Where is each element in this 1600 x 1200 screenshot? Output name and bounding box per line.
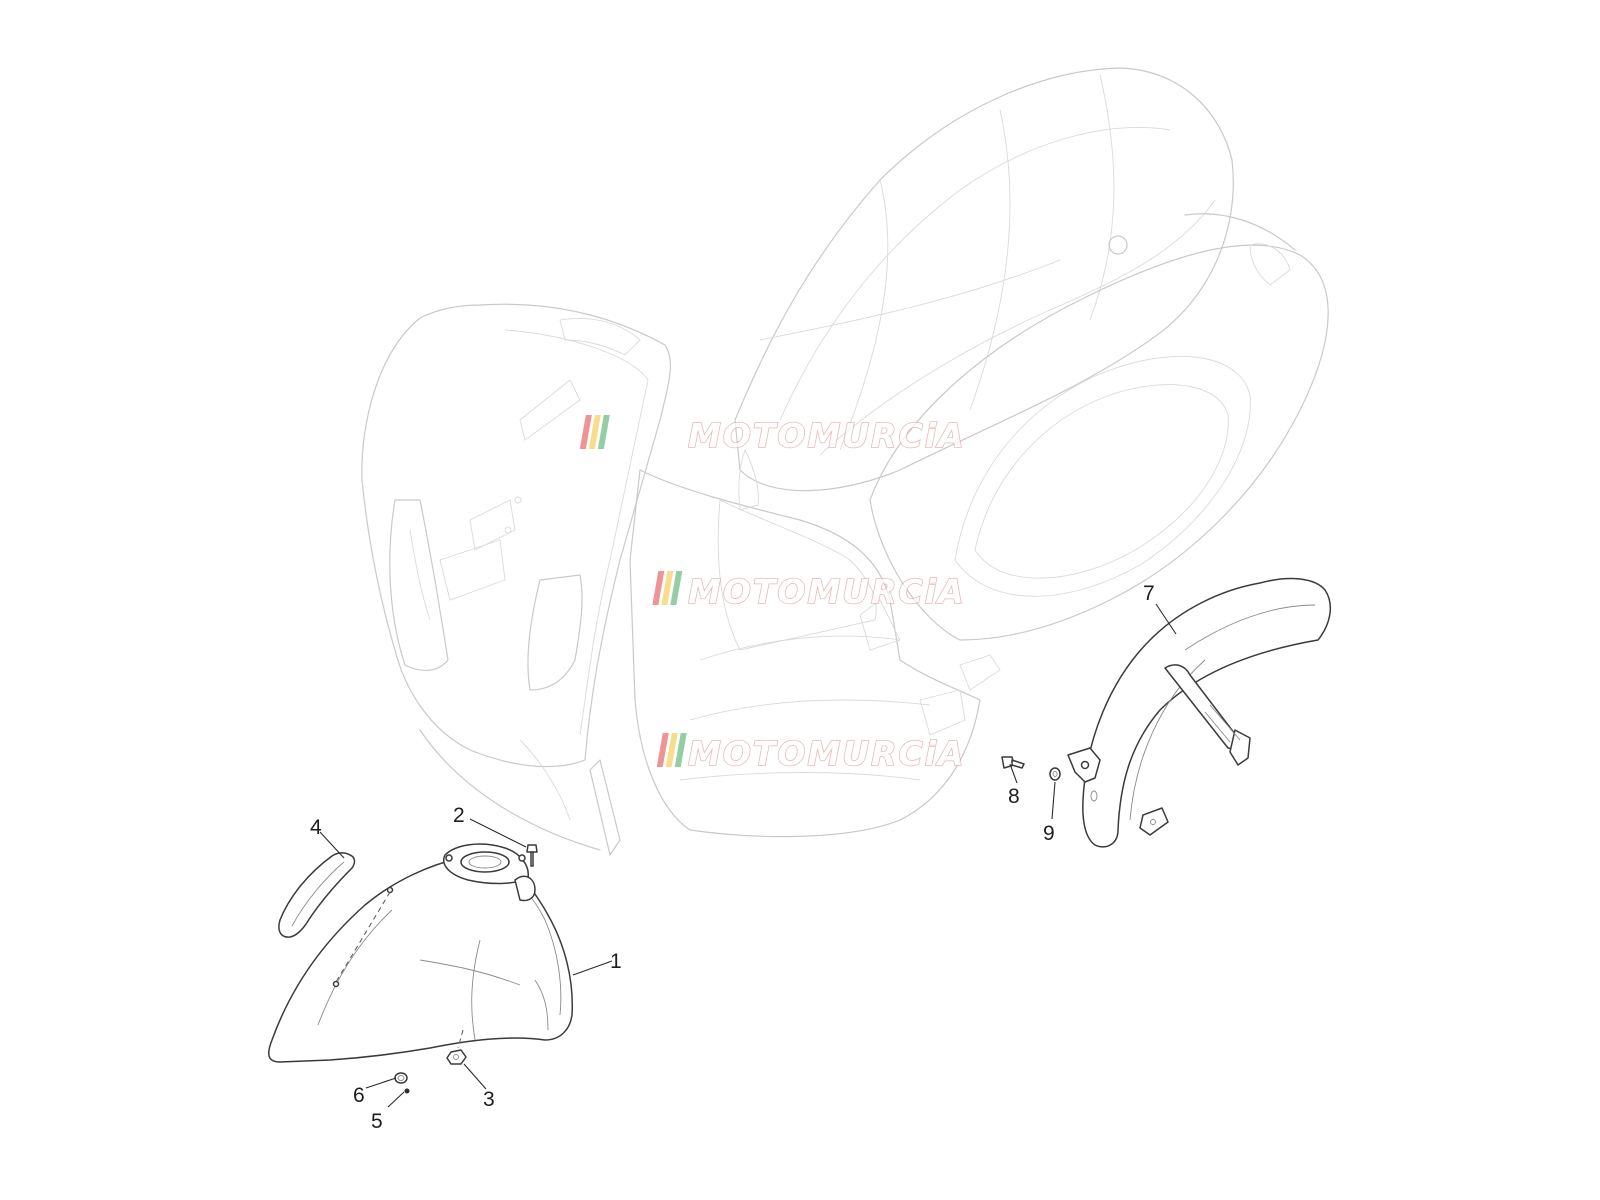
- part-4-mudguard-trim: [278, 852, 356, 938]
- watermark-text: MOTOMURCiA: [688, 734, 966, 773]
- leader-lines: [319, 603, 1177, 1108]
- leg-shield-outline: [361, 303, 671, 768]
- watermark-stripe-green: [597, 415, 610, 449]
- watermark-bottom: MOTOMURCiA: [656, 733, 966, 774]
- callout-3: 3: [483, 1088, 495, 1111]
- part-6-grommet: [394, 1072, 408, 1084]
- part-7-rear-hugger: [1067, 577, 1332, 848]
- part-8-bolt: [1001, 756, 1025, 769]
- seat-outline: [734, 67, 1234, 492]
- callout-1: 1: [610, 950, 622, 973]
- watermark-text: MOTOMURCiA: [688, 572, 966, 611]
- watermark-middle: MOTOMURCiA: [652, 571, 966, 612]
- watermark-stripe-yellow: [588, 415, 601, 449]
- watermark-top: MOTOMURCiA: [579, 415, 966, 456]
- rear-body-outline: [869, 244, 1329, 641]
- scooter-body-ghost: [361, 67, 1329, 856]
- floorboard-outline: [629, 469, 981, 838]
- watermark-stripe-red: [579, 415, 592, 449]
- watermark-stripe-green: [670, 571, 683, 605]
- part-3-nut: [446, 1029, 467, 1065]
- callout-7: 7: [1143, 582, 1155, 605]
- watermark-stripe-red: [652, 571, 665, 605]
- watermark-stripe-red: [656, 733, 669, 767]
- callout-9: 9: [1043, 822, 1055, 845]
- callout-2: 2: [453, 804, 465, 827]
- callout-8: 8: [1008, 785, 1020, 808]
- watermark-stripe-yellow: [661, 571, 674, 605]
- watermark-text: MOTOMURCiA: [688, 416, 966, 455]
- watermark-stripe-green: [674, 733, 687, 767]
- callout-4: 4: [310, 816, 322, 839]
- watermark-stripe-yellow: [665, 733, 678, 767]
- part-5-screw: [404, 1088, 410, 1094]
- callout-5: 5: [371, 1110, 383, 1133]
- part-2-screw: [526, 844, 538, 867]
- callout-6: 6: [353, 1084, 365, 1107]
- part-9-washer: [1049, 767, 1061, 781]
- callout-numbers: 1 2 3 4 5 6 7 8 9: [310, 582, 1155, 1133]
- part-1-front-mudguard: [267, 843, 574, 1063]
